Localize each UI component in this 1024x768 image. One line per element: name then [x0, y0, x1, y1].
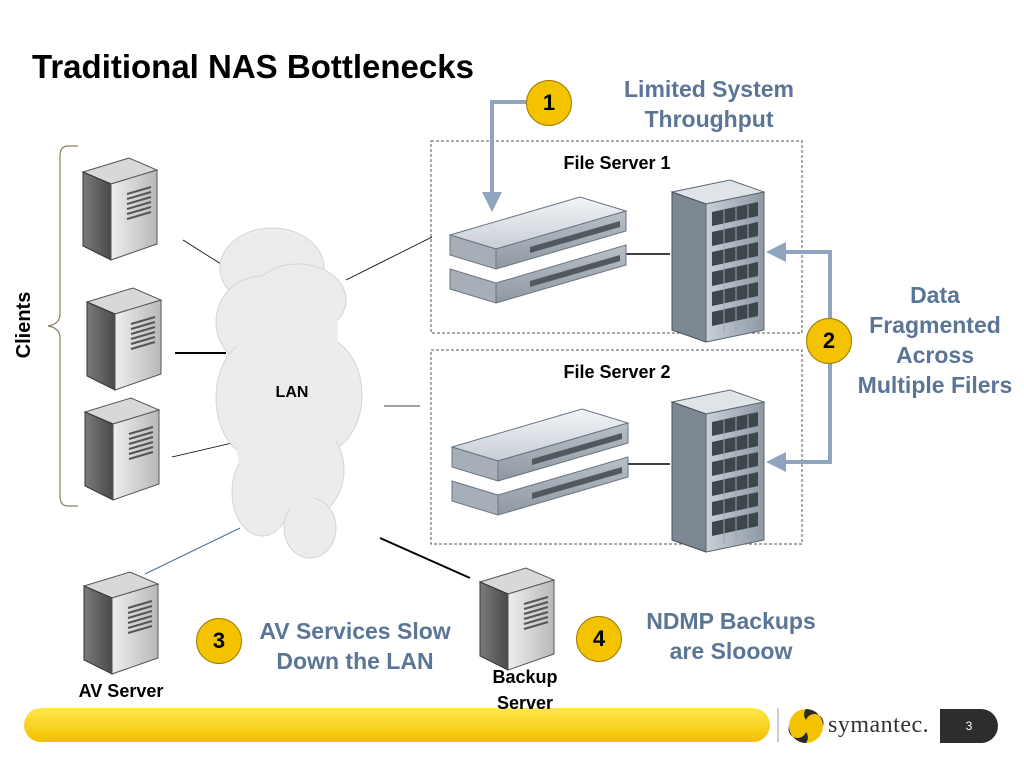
- callout-2-badge: 2: [806, 318, 852, 364]
- clients-bracket: [47, 145, 78, 507]
- fragment-arrow-down: [766, 340, 832, 472]
- callout-2-text: Data Fragmented Across Multiple Filers: [857, 282, 1013, 398]
- file-server-1-box: [430, 140, 803, 334]
- client-2-tower-server-icon: [86, 287, 162, 391]
- lan-label: LAN: [275, 384, 309, 401]
- file-server-1-rack-server-icon: [449, 196, 627, 304]
- client-1-tower-server-icon: [82, 157, 158, 261]
- callout-1-badge: 1: [526, 80, 572, 126]
- callout-3-text: AV Services Slow Down the LAN: [259, 618, 451, 674]
- callout-1-text: Limited System Throughput: [624, 76, 794, 132]
- page-title: Traditional NAS Bottlenecks: [32, 48, 474, 85]
- file-server-2-box: [430, 349, 803, 545]
- backup-server-label: Backup Server: [492, 667, 558, 713]
- callout-4-badge: 4: [576, 616, 622, 662]
- file-server-1-storage-array-icon: [671, 179, 765, 343]
- symantec-logo-icon: [788, 709, 824, 743]
- av-server-tower-server-icon: [83, 571, 159, 675]
- client-3-tower-server-icon: [84, 397, 160, 501]
- file-server-1-label: File Server 1: [563, 153, 671, 173]
- file-server-2-label: File Server 2: [563, 362, 671, 382]
- footer-bar: [24, 708, 770, 742]
- av-server-label: AV Server: [78, 681, 164, 701]
- network-links: [144, 236, 670, 579]
- callout-3-badge: 3: [196, 618, 242, 664]
- symantec-logo-text: symantec.: [828, 712, 930, 738]
- backup-server-tower-server-icon: [479, 567, 555, 671]
- throughput-arrow: [482, 100, 527, 212]
- file-server-2-storage-array-icon: [671, 389, 765, 553]
- clients-label: Clients: [13, 291, 35, 359]
- file-server-2-rack-server-icon: [451, 408, 629, 516]
- slide-number: 3: [940, 709, 998, 743]
- callout-4-text: NDMP Backups are Slooow: [646, 608, 816, 664]
